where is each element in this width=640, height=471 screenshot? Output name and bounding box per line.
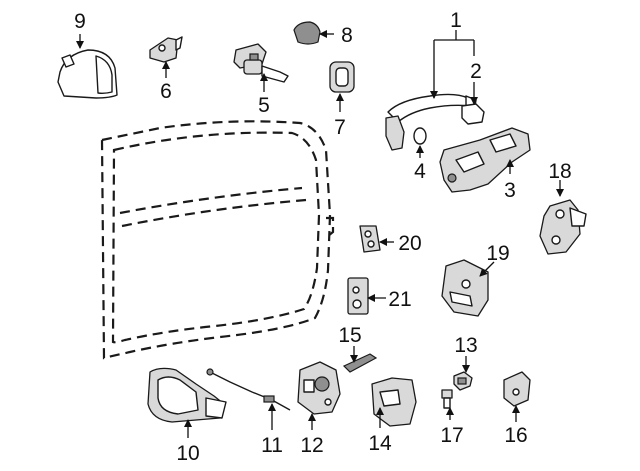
part-14-latch-cover: [371, 377, 417, 427]
callout-19: 19: [486, 242, 509, 265]
callout-8: 8: [341, 24, 353, 47]
callout-15: 15: [338, 324, 361, 347]
callout-3: 3: [504, 179, 516, 202]
callout-5: 5: [258, 94, 270, 117]
part-18-striker: [539, 199, 587, 255]
callout-18: 18: [548, 160, 571, 183]
part-11-cable: [206, 368, 291, 411]
callout-1: 1: [450, 9, 462, 32]
part-5-lock-cylinder: [233, 43, 289, 83]
part-21-plate: [347, 277, 369, 315]
part-8-cap: [293, 21, 321, 45]
callout-11: 11: [261, 434, 283, 457]
part-16-plate: [503, 371, 531, 407]
callout-16: 16: [504, 424, 527, 447]
part-4-grommet: [413, 127, 427, 145]
part-2-handle-pad: [461, 103, 485, 125]
callout-7: 7: [334, 116, 346, 139]
callout-labels: 1 2 3 4 5 6 7 8 9 10 11 12 14 13 15 16 1…: [74, 9, 572, 465]
part-9-handle-cap: [57, 49, 118, 99]
part-19-lock-bracket: [441, 259, 489, 317]
part-6-bracket: [149, 36, 183, 63]
part-13-screw: [453, 371, 473, 391]
callout-12: 12: [300, 434, 323, 457]
callout-13: 13: [454, 334, 477, 357]
callout-4: 4: [414, 160, 426, 183]
callout-10: 10: [176, 442, 199, 465]
callout-20: 20: [398, 232, 421, 255]
part-17-bolt: [441, 389, 453, 409]
part-10-inside-handle: [147, 367, 227, 423]
callout-17: 17: [440, 424, 463, 447]
part-12-latch: [297, 361, 341, 415]
part-20-plate: [359, 225, 381, 253]
part-1-outside-handle: [385, 93, 477, 151]
leader-lines: [76, 30, 564, 438]
part-7-gasket: [329, 61, 355, 93]
callout-14: 14: [368, 432, 392, 455]
door-outline: [100, 120, 335, 360]
callout-21: 21: [388, 288, 411, 311]
callout-9: 9: [74, 10, 86, 33]
part-3-handle-bracket: [439, 127, 531, 193]
callout-6: 6: [160, 80, 172, 103]
callout-2: 2: [470, 60, 482, 83]
part-15-clip: [342, 353, 378, 373]
